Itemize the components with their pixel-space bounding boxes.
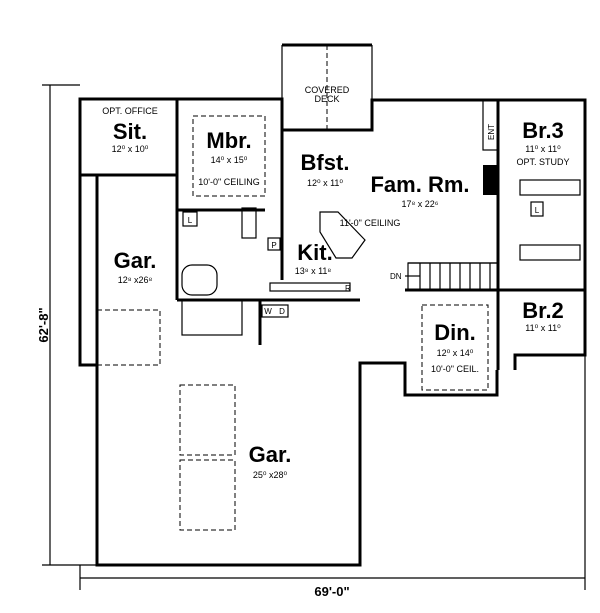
mbr-name: Mbr.	[206, 128, 251, 153]
br3-note: OPT. STUDY	[516, 157, 569, 167]
kitchen-counter	[269, 282, 351, 292]
laundry-label-2: L	[535, 206, 540, 215]
washer-dryer	[261, 304, 289, 318]
fireplace	[483, 165, 498, 195]
sit-size: 12⁰ x 10⁰	[112, 144, 149, 154]
ceiling-outlines	[96, 45, 489, 531]
exterior-walls	[78, 43, 587, 567]
width-dimension: 69'-0"	[314, 584, 349, 599]
br2-size: 11⁰ x 11⁰	[525, 323, 561, 333]
br2-name: Br.2	[522, 298, 564, 323]
gar-large-name: Gar.	[249, 442, 292, 467]
laundry-box	[182, 211, 198, 227]
closet-br3	[519, 179, 581, 196]
mbr-size: 14⁰ x 15⁰	[211, 155, 248, 165]
kitchen-island	[319, 211, 366, 259]
deck-line2: DECK	[314, 94, 339, 104]
fam-ceiling: 11'-0" CEILING	[340, 218, 401, 228]
laundry-label: L	[188, 216, 193, 225]
dryer-label: D	[279, 307, 285, 316]
ent-label: ENT	[487, 124, 496, 140]
bfst-size: 12⁰ x 11⁰	[307, 178, 343, 188]
bathtub	[181, 264, 218, 296]
din-name: Din.	[434, 320, 476, 345]
vanity	[241, 207, 257, 239]
deck-line1: COVERED	[305, 85, 350, 95]
fam-size: 17⁸ x 22⁶	[401, 199, 438, 209]
br3-name: Br.3	[522, 118, 564, 143]
interior-walls	[80, 99, 585, 370]
entry-closet	[482, 99, 499, 151]
din-ceiling: 10'-0" CEIL.	[431, 364, 479, 374]
dimension-lines	[42, 84, 586, 590]
kit-size: 13⁸ x 11⁸	[295, 266, 332, 276]
fam-name: Fam. Rm.	[370, 172, 469, 197]
bfst-name: Bfst.	[301, 150, 350, 175]
dn-label: DN	[390, 272, 402, 281]
stairs	[405, 262, 499, 291]
gar-small-size: 12⁸ x26⁸	[118, 275, 153, 285]
closet	[181, 299, 243, 336]
din-size: 12⁰ x 14⁰	[437, 348, 474, 358]
gar-large-size: 25⁰ x28⁰	[253, 470, 288, 480]
washer-label: W	[264, 307, 272, 316]
refrigerator-label: R	[345, 284, 351, 293]
pantry-label: P	[271, 241, 276, 250]
depth-dimension: 62'-8"	[36, 307, 51, 342]
sit-name: Sit.	[113, 119, 147, 144]
br3-size: 11⁰ x 11⁰	[525, 144, 561, 154]
sit-note: OPT. OFFICE	[102, 106, 158, 116]
laundry-box-2	[530, 201, 544, 217]
pantry-box	[267, 237, 281, 251]
mbr-ceiling: 10'-0" CEILING	[198, 177, 259, 187]
closet-br2	[519, 244, 581, 261]
gar-small-name: Gar.	[114, 248, 157, 273]
kit-name: Kit.	[297, 240, 332, 265]
